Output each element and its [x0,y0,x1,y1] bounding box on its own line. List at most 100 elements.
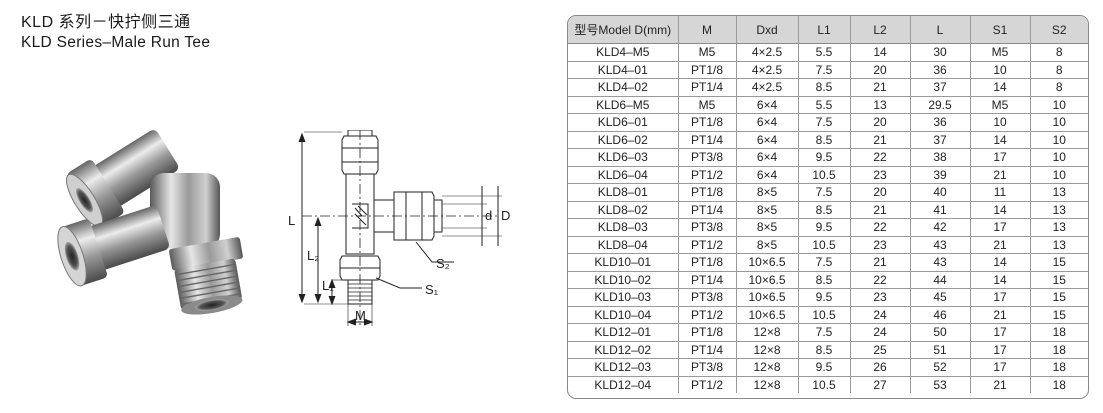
table-cell: 4×2.5 [736,61,799,79]
table-cell: 6×4 [736,96,799,114]
table-cell: PT1/2 [678,236,737,254]
table-cell: 38 [910,148,971,167]
table-cell: 26 [850,358,911,377]
table-cell: 22 [850,271,911,289]
title-chinese: KLD 系列－快拧侧三通 [21,14,191,31]
table-cell: PT1/4 [678,271,737,289]
table-cell: M5 [970,43,1031,62]
table-cell: 5.5 [798,96,851,114]
table-cell: 51 [910,341,971,359]
table-cell: KLD8–03 [568,218,679,237]
table-cell: 17 [970,288,1031,307]
table-cell: 10×6.5 [736,288,799,307]
table-cell: KLD6–03 [568,148,679,167]
table-cell: PT1/2 [678,306,737,324]
table-cell: 15 [1030,306,1088,324]
table-cell: 22 [850,148,911,167]
table-cell: 39 [910,166,971,184]
table-cell: PT1/8 [678,61,737,79]
table-cell: KLD4–M5 [568,43,679,62]
table-cell: 21 [970,306,1031,324]
table-cell: KLD8–01 [568,183,679,202]
table-cell: KLD8–02 [568,201,679,219]
table-cell: 5.5 [798,43,851,62]
table-cell: 17 [970,218,1031,237]
column-header: L2 [850,16,911,44]
table-cell: KLD12–02 [568,341,679,359]
column-header: S2 [1030,16,1088,44]
table-cell: 4×2.5 [736,43,799,62]
table-cell: KLD12–01 [568,323,679,342]
table-cell: 9.5 [798,358,851,377]
table-cell: 10 [970,113,1031,132]
table-cell: KLD6–01 [568,113,679,132]
label-S1: S₁ [425,282,439,297]
table-cell: 24 [850,323,911,342]
table-cell: 20 [850,61,911,79]
table-cell: 10×6.5 [736,271,799,289]
table-cell: 17 [970,148,1031,167]
table-cell: 21 [850,78,911,97]
table-cell: PT3/8 [678,288,737,307]
table-cell: 12×8 [736,358,799,377]
table-cell: 21 [850,131,911,149]
table-cell: 21 [970,376,1031,393]
table-cell: 29.5 [910,96,971,114]
table-cell: KLD6–04 [568,166,679,184]
table-cell: 6×4 [736,148,799,167]
label-L2: L₂ [307,248,319,263]
table-cell: 52 [910,358,971,377]
column-header: S1 [970,16,1031,44]
table-cell: 10.5 [798,376,851,393]
table-cell: 6×4 [736,113,799,132]
table-cell: 24 [850,306,911,324]
table-cell: 15 [1030,253,1088,272]
table-cell: PT3/8 [678,218,737,237]
table-cell: 30 [910,43,971,62]
table-cell: KLD12–03 [568,358,679,377]
table-cell: 7.5 [798,61,851,79]
table-cell: 4×2.5 [736,78,799,97]
table-cell: 21 [970,236,1031,254]
label-d: d [485,208,492,223]
table-cell: 15 [1030,271,1088,289]
table-cell: 14 [970,78,1031,97]
table-cell: 17 [970,341,1031,359]
label-M: M [355,308,366,323]
table-cell: 12×8 [736,323,799,342]
table-cell: 20 [850,183,911,202]
table-cell: PT1/8 [678,323,737,342]
column-header: Dxd [736,16,799,44]
table-cell: 44 [910,271,971,289]
table-cell: 9.5 [798,288,851,307]
table-cell: 10 [1030,166,1088,184]
table-cell: 14 [850,43,911,62]
table-cell: KLD4–01 [568,61,679,79]
table-cell: 50 [910,323,971,342]
table-cell: 9.5 [798,218,851,237]
table-cell: PT3/8 [678,148,737,167]
table-cell: 10 [1030,96,1088,114]
table-cell: 36 [910,61,971,79]
table-cell: 53 [910,376,971,393]
table-cell: 14 [970,131,1031,149]
table-cell: 8 [1030,43,1088,62]
table-cell: 17 [970,323,1031,342]
table-cell: 21 [850,201,911,219]
table-cell: 10 [1030,148,1088,167]
table-cell: 8×5 [736,183,799,202]
